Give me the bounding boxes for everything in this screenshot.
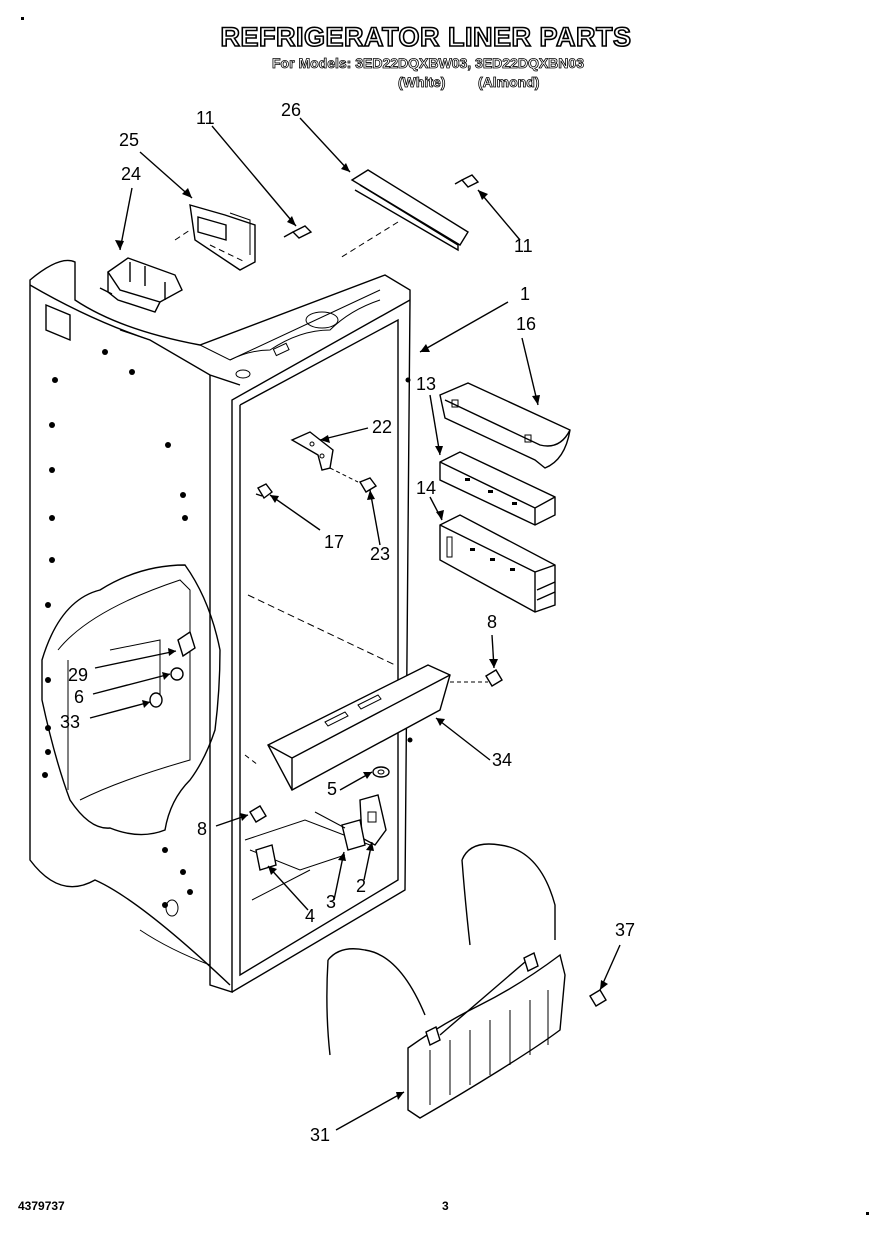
callout-33: 33 [60, 712, 80, 732]
callout-1: 1 [520, 284, 530, 304]
callout-11-upper: 11 [196, 108, 215, 128]
callout-31: 31 [310, 1125, 330, 1145]
callout-3: 3 [326, 892, 336, 912]
control-housing-part-14 [439, 514, 556, 613]
cabinet-liner-drawing [29, 259, 413, 993]
bracket-part-25 [174, 204, 256, 271]
callout-2: 2 [356, 876, 366, 896]
callout-8-left: 8 [197, 819, 207, 839]
light-shield-part-16 [439, 382, 571, 469]
callout-22: 22 [372, 417, 392, 437]
callout-11-right: 11 [514, 236, 533, 256]
callout-6: 6 [74, 687, 84, 707]
part-3 [314, 811, 366, 851]
callout-5: 5 [327, 779, 337, 799]
callout-29: 29 [68, 665, 88, 685]
clip-part-17 [255, 483, 273, 500]
callout-37: 37 [615, 920, 635, 940]
page-title: REFRIGERATOR LINER PARTS [220, 21, 632, 53]
callout-16: 16 [516, 314, 536, 334]
cover-strip-part-26 [339, 169, 469, 259]
screw-part-23 [329, 467, 378, 493]
callout-23: 23 [370, 544, 390, 564]
registration-mark [21, 17, 24, 20]
light-housing-part-13 [439, 451, 556, 526]
heater-part-31 [326, 843, 566, 1119]
callout-13: 13 [416, 374, 436, 394]
callout-17: 17 [324, 532, 344, 552]
callout-4: 4 [305, 906, 315, 926]
thermostat-parts-29-6-33 [149, 630, 196, 708]
callout-8-right: 8 [487, 612, 497, 632]
screw-part-37 [589, 989, 607, 1007]
registration-mark [866, 1212, 869, 1215]
grommet-part-5 [372, 766, 390, 778]
callout-26: 26 [281, 100, 301, 120]
screw-part-11-upper [283, 225, 313, 239]
callout-34: 34 [492, 750, 512, 770]
support-part-34 [267, 664, 488, 791]
part-4 [255, 844, 277, 871]
callout-24: 24 [121, 164, 141, 184]
damper-assembly-part-24 [99, 257, 183, 313]
callout-numbers: 25 11 26 24 11 1 16 13 22 14 17 23 8 29 … [60, 100, 635, 1145]
model-numbers: For Models: 3ED22DQXBW03, 3ED22DQXBN03 [272, 55, 585, 72]
page-number: 3 [442, 1199, 449, 1213]
fastener-part-8-right [485, 669, 503, 687]
variant-almond-label: (Almond) [478, 74, 540, 91]
callout-25: 25 [119, 130, 139, 150]
callout-14: 14 [416, 478, 436, 498]
document-number: 4379737 [18, 1199, 65, 1213]
leader-arrowheads [115, 163, 608, 1100]
side-panel-holes [42, 349, 413, 908]
screw-part-11-right [454, 174, 480, 188]
variant-white-label: (White) [398, 74, 446, 91]
fastener-part-8-left [249, 805, 267, 823]
